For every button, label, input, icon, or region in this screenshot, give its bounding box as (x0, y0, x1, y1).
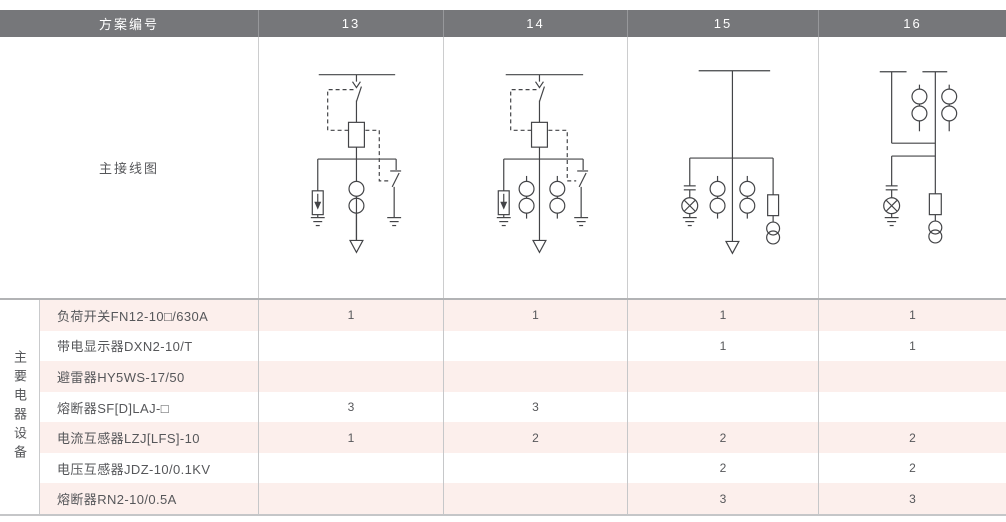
table-row: 避雷器HY5WS-17/50 (40, 361, 1006, 392)
equipment-qty-13: 1 (258, 300, 443, 331)
diagram-cell-13 (258, 37, 443, 298)
equipment-qty-15: 1 (627, 300, 818, 331)
equipment-group-cell: 主要电器设备 (0, 300, 40, 514)
main-wiring-diagram-label: 主接线图 (98, 161, 159, 176)
scheme-15-wiring-diagram-icon (681, 70, 781, 255)
header-scheme-number-label: 方案编号 (98, 17, 159, 32)
equipment-qty-15: 2 (627, 422, 818, 453)
equipment-name: 避雷器HY5WS-17/50 (40, 361, 258, 392)
header-scheme-13: 13 (258, 10, 443, 37)
scheme-13-wiring-diagram-icon (310, 74, 402, 254)
equipment-qty-13: 3 (258, 391, 443, 423)
diagram-cell-14 (443, 37, 627, 298)
equipment-qty-15: 2 (627, 452, 818, 484)
table-row: 熔断器SF[D]LAJ-□ 3 3 (40, 391, 1006, 423)
equipment-qty-14 (443, 330, 627, 362)
equipment-qty-14 (443, 483, 627, 515)
table-header-row: 方案编号 13 14 15 16 (0, 10, 1006, 37)
equipment-qty-13 (258, 452, 443, 484)
equipment-qty-16 (818, 391, 1006, 423)
equipment-section: 主要电器设备 负荷开关FN12-10□/630A 1 1 1 1 带电显示器DX… (0, 300, 1006, 516)
equipment-qty-15: 1 (627, 330, 818, 362)
equipment-qty-14: 1 (443, 300, 627, 331)
equipment-qty-16: 2 (818, 422, 1006, 453)
equipment-group-label: 主要电器设备 (12, 350, 27, 464)
equipment-qty-14 (443, 361, 627, 392)
scheme-16-wiring-diagram-icon (879, 71, 958, 244)
equipment-qty-13: 1 (258, 422, 443, 453)
equipment-qty-13 (258, 330, 443, 362)
table-row: 电流互感器LZJ[LFS]-10 1 2 2 2 (40, 422, 1006, 453)
equipment-qty-15: 3 (627, 483, 818, 515)
header-scheme-15: 15 (627, 10, 818, 37)
equipment-name: 负荷开关FN12-10□/630A (40, 300, 258, 331)
equipment-qty-15 (627, 391, 818, 423)
equipment-name: 电压互感器JDZ-10/0.1KV (57, 461, 211, 477)
diagram-cell-15 (627, 37, 818, 298)
scheme-14-wiring-diagram-icon (496, 74, 589, 254)
header-scheme-14: 14 (443, 10, 627, 37)
equipment-qty-16 (818, 361, 1006, 392)
main-wiring-diagram-row: 主接线图 (0, 37, 1006, 300)
equipment-name: 带电显示器DXN2-10/T (57, 339, 193, 355)
header-scheme-16: 16 (818, 10, 1006, 37)
equipment-name: 电流互感器LZJ[LFS]-10 (40, 422, 258, 453)
table-row: 电压互感器JDZ-10/0.1KV 2 2 (40, 452, 1006, 484)
equipment-qty-16: 2 (818, 452, 1006, 484)
equipment-qty-16: 1 (818, 330, 1006, 362)
equipment-qty-16: 3 (818, 483, 1006, 515)
equipment-qty-14: 3 (443, 391, 627, 423)
equipment-qty-13 (258, 361, 443, 392)
equipment-qty-14: 2 (443, 422, 627, 453)
equipment-qty-16: 1 (818, 300, 1006, 331)
equipment-qty-13 (258, 483, 443, 515)
equipment-qty-14 (443, 452, 627, 484)
table-row: 带电显示器DXN2-10/T 1 1 (40, 330, 1006, 362)
equipment-qty-15 (627, 361, 818, 392)
equipment-rows: 负荷开关FN12-10□/630A 1 1 1 1 带电显示器DXN2-10/T… (40, 300, 1006, 515)
equipment-name: 熔断器RN2-10/0.5A (40, 483, 258, 515)
table-row: 负荷开关FN12-10□/630A 1 1 1 1 (40, 300, 1006, 331)
table-row: 熔断器RN2-10/0.5A 3 3 (40, 483, 1006, 515)
diagram-cell-16 (818, 37, 1006, 298)
equipment-name: 熔断器SF[D]LAJ-□ (57, 400, 170, 416)
